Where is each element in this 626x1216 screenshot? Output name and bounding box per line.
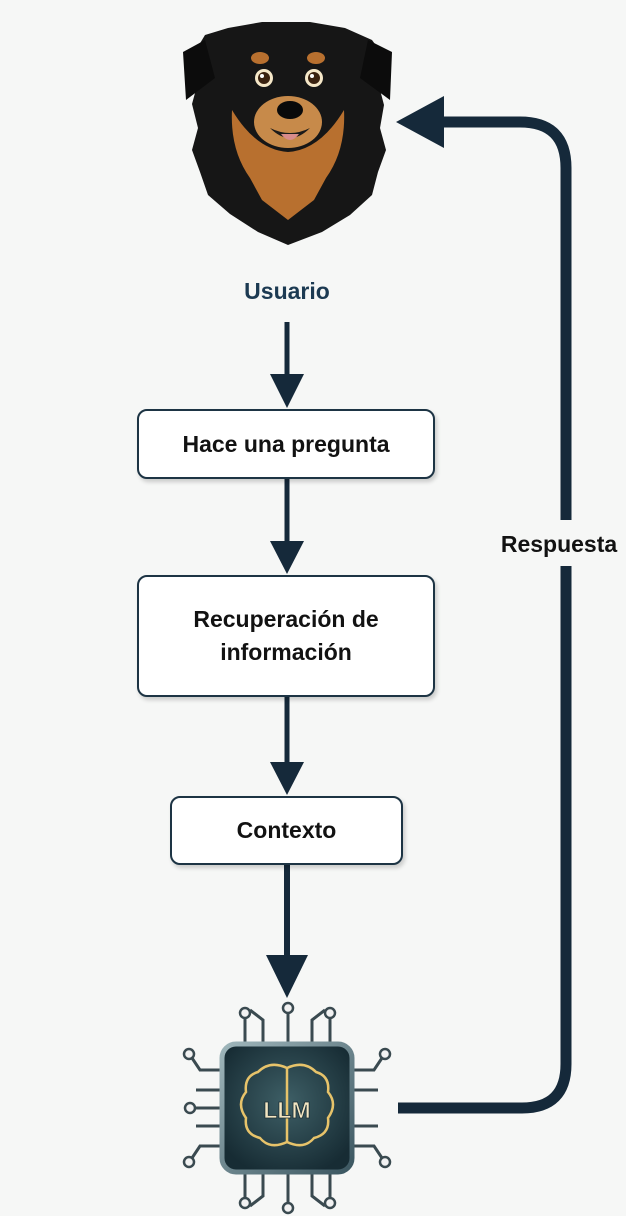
context-box: Contexto xyxy=(170,796,403,865)
retrieval-line-1: Recuperación de xyxy=(193,606,379,632)
arrow-question-to-retrieval xyxy=(270,478,304,574)
user-label: Usuario xyxy=(244,277,330,304)
response-label: Respuesta xyxy=(500,530,618,557)
retrieval-box: Recuperación de información xyxy=(137,575,435,697)
arrow-context-to-llm xyxy=(266,864,308,998)
arrow-user-to-question xyxy=(270,322,304,408)
brain-icon xyxy=(239,1063,335,1147)
arrow-response-loop xyxy=(396,96,572,1114)
dog-avatar-icon xyxy=(183,22,392,245)
llm-chip-pins xyxy=(182,1001,392,1215)
llm-chip-icon xyxy=(190,1008,384,1208)
llm-chip-text: LLM xyxy=(263,1097,310,1123)
retrieval-line-2: información xyxy=(220,639,352,665)
question-box: Hace una pregunta xyxy=(137,409,435,479)
arrow-retrieval-to-context xyxy=(270,697,304,795)
